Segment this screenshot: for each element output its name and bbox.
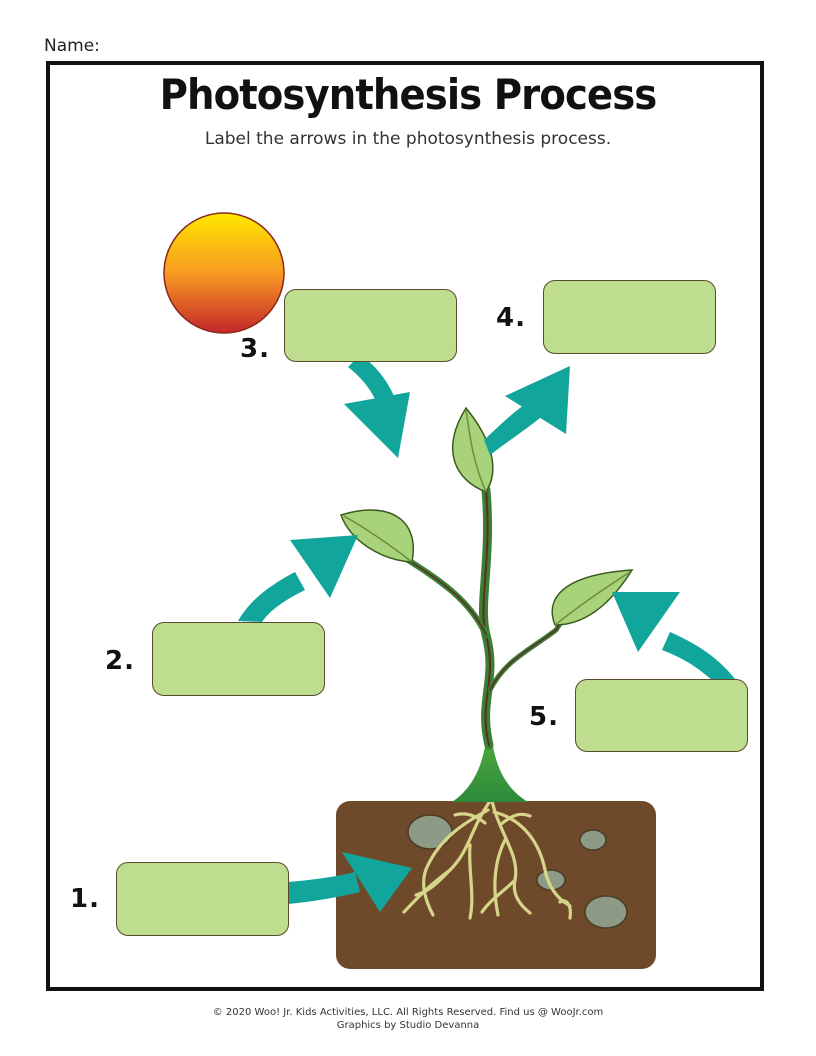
arrow-icon [344, 355, 410, 458]
arrow-icon [288, 852, 412, 912]
credits-text: Graphics by Studio Devanna [336, 1020, 480, 1031]
copyright-text: © 2020 Woo! Jr. Kids Activities, LLC. Al… [212, 1007, 604, 1018]
label-number-1: 1. [70, 884, 100, 914]
answer-box-2[interactable] [152, 622, 325, 696]
arrow-icon [238, 535, 358, 622]
name-label: Name: [44, 36, 100, 56]
page-title: Photosynthesis Process [159, 70, 658, 119]
roots-icon [402, 799, 572, 920]
arrow-icon [484, 366, 570, 455]
label-number-2: 2. [105, 646, 135, 676]
label-number-5: 5. [529, 702, 559, 732]
plant-stem [397, 485, 578, 750]
stem-base [452, 740, 528, 802]
footer: © 2020 Woo! Jr. Kids Activities, LLC. Al… [0, 1006, 816, 1032]
label-number-4: 4. [496, 303, 526, 333]
page-subtitle: Label the arrows in the photosynthesis p… [204, 129, 612, 149]
sun-icon [163, 212, 285, 334]
answer-box-1[interactable] [116, 862, 289, 936]
answer-box-3[interactable] [284, 289, 457, 362]
leaf-icon [451, 406, 494, 493]
arrow-icon [612, 592, 735, 680]
answer-box-4[interactable] [543, 280, 716, 354]
leaf-icon [551, 569, 634, 626]
answer-box-5[interactable] [575, 679, 748, 752]
leaf-icon [340, 509, 414, 563]
label-number-3: 3. [240, 334, 270, 364]
